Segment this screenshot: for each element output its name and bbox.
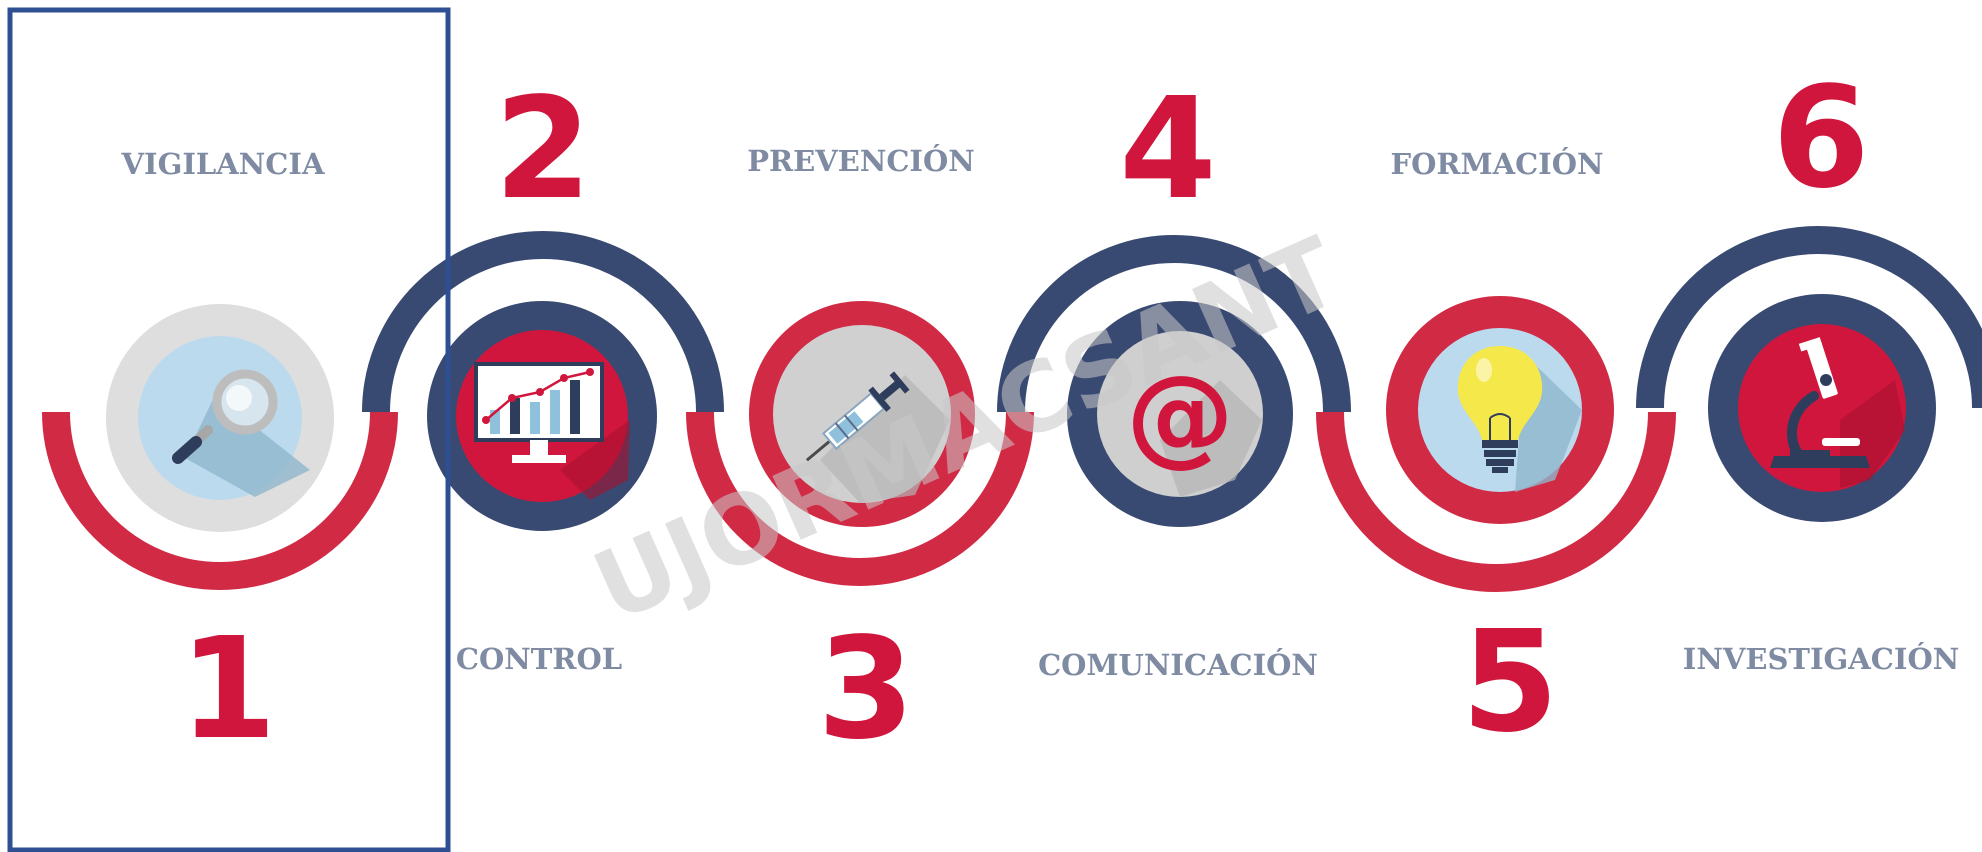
step-2-number: 2 — [494, 68, 591, 231]
step-2-circle — [427, 301, 657, 531]
step-5-label: FORMACIÓN — [1391, 146, 1604, 181]
step-numbers: 1 2 3 4 5 6 — [179, 57, 1869, 771]
microscope-icon — [1770, 337, 1870, 468]
step-4-number: 4 — [1119, 68, 1216, 231]
step-4-circle: @ — [1067, 301, 1293, 527]
step-5-number: 5 — [1461, 601, 1558, 764]
step-2-label: CONTROL — [456, 642, 622, 676]
step-labels: VIGILANCIA CONTROL PREVENCIÓN COMUNICACI… — [121, 143, 1960, 682]
step-1-number: 1 — [179, 608, 276, 771]
step-1-label: VIGILANCIA — [121, 147, 325, 181]
arc-4 — [997, 235, 1351, 413]
step-4-label: COMUNICACIÓN — [1038, 647, 1318, 682]
magnifier-icon — [172, 369, 278, 464]
step-1-circle — [106, 304, 334, 532]
at-sign-icon: @ — [1126, 353, 1234, 478]
monitor-chart-icon — [474, 362, 604, 463]
step-6-circle — [1708, 294, 1936, 522]
highlight-box — [7, 7, 451, 852]
step-3-number: 3 — [817, 608, 914, 771]
step-6-label: INVESTIGACIÓN — [1683, 641, 1959, 676]
syringe-icon — [805, 371, 910, 462]
arc-3 — [686, 411, 1034, 586]
wave-connector — [42, 226, 1982, 592]
arc-1 — [42, 411, 398, 590]
step-6-number: 6 — [1772, 57, 1869, 220]
lightbulb-icon — [1457, 346, 1543, 473]
arc-6 — [1636, 226, 1982, 409]
step-5-circle — [1386, 296, 1614, 524]
arc-5 — [1316, 411, 1676, 592]
step-3-circle — [749, 301, 975, 527]
step-3-label: PREVENCIÓN — [747, 143, 975, 178]
arc-2 — [362, 231, 724, 413]
